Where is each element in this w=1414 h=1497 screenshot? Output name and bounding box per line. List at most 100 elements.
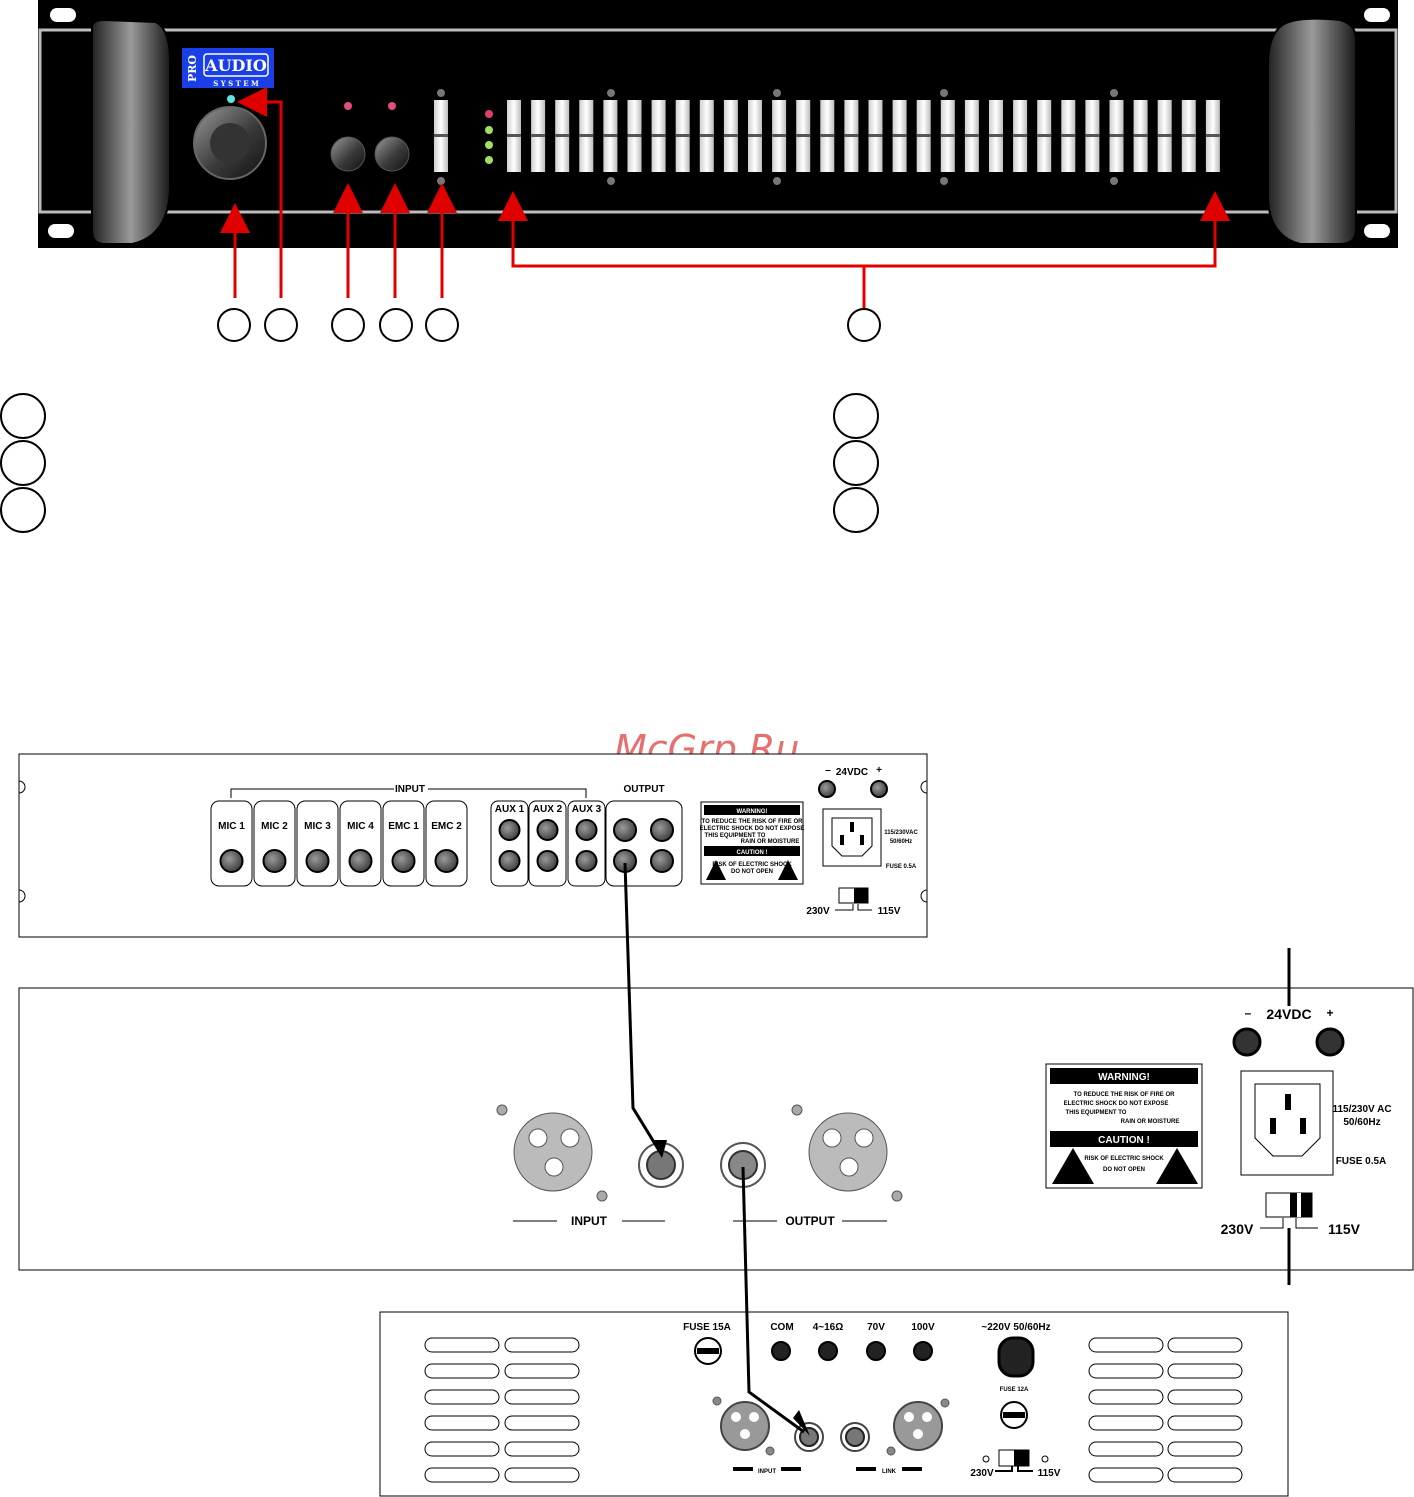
screw <box>891 1190 903 1202</box>
logo-system-text: S Y S T E M <box>213 79 259 88</box>
mixer-channel-jack[interactable] <box>219 849 244 873</box>
slider-notch <box>940 134 955 137</box>
slider-notch <box>1085 134 1100 137</box>
shock-warning-icon <box>706 860 726 880</box>
mixer-channel-jack[interactable] <box>391 849 416 873</box>
vents-left <box>424 1337 580 1483</box>
warning-line: RAIN OR MOISTURE <box>1121 1119 1180 1125</box>
slider-notch <box>1181 134 1196 137</box>
button-1-led <box>344 102 352 110</box>
output-jack[interactable] <box>613 818 637 842</box>
left-handle[interactable] <box>91 18 171 245</box>
amp-230v-label: 230V <box>970 1468 994 1479</box>
mixer-output-group <box>605 800 683 887</box>
slider-notch <box>1157 134 1172 137</box>
slider-screw <box>940 89 948 97</box>
slider-notch <box>1133 134 1148 137</box>
right-handle[interactable] <box>1267 17 1357 245</box>
brand-logo: PRO AUDIO S Y S T E M <box>182 48 274 88</box>
slider-notch <box>820 134 835 137</box>
button-2-led <box>388 102 396 110</box>
button-1[interactable] <box>330 136 366 172</box>
warning-title: WARNING! <box>1098 1072 1150 1083</box>
slider-notch <box>868 134 883 137</box>
warning-line: THIS EQUIPMENT TO <box>1066 1110 1127 1116</box>
mixer-channel-module <box>425 800 468 887</box>
mixer-channel-jack[interactable] <box>434 849 459 873</box>
front-panel: PRO AUDIO S Y S T E M <box>38 0 1398 342</box>
warning-line: ELECTRIC SHOCK DO NOT EXPOSE <box>1064 1101 1169 1107</box>
vent-slot <box>424 1441 500 1457</box>
caution-line: DO NOT OPEN <box>1103 1167 1145 1173</box>
slider-notch <box>772 134 787 137</box>
amp-input-xlr[interactable] <box>720 1401 770 1451</box>
amp-70v-label: 70V <box>867 1322 885 1333</box>
vent-slot <box>1088 1363 1164 1379</box>
output-jack[interactable] <box>650 818 674 842</box>
amp-mains-label: ~220V 50/60Hz <box>981 1322 1050 1333</box>
vent-slot <box>504 1363 580 1379</box>
warning-line: TO REDUCE THE RISK OF FIRE OR <box>702 819 804 825</box>
vent-slot <box>504 1415 580 1431</box>
amp-com-label: COM <box>770 1322 793 1333</box>
caution-line: RISK OF ELECTRIC SHOCK <box>712 862 792 868</box>
vent-slot <box>1088 1389 1164 1405</box>
vents-right <box>1088 1337 1243 1483</box>
aux-jack[interactable] <box>536 819 559 841</box>
aux-jack[interactable] <box>498 850 521 872</box>
mixer-dc-label: 24VDC <box>836 767 868 778</box>
callout-arrows <box>220 87 1230 308</box>
amp-115v-label: 115V <box>1038 1468 1061 1479</box>
vent-slot <box>1167 1441 1243 1457</box>
dc-terminal-plus[interactable] <box>1315 1027 1345 1057</box>
screw <box>886 1446 896 1456</box>
amp-link-xlr[interactable] <box>893 1401 943 1451</box>
output-xlr-connector[interactable] <box>808 1112 888 1192</box>
connection-cables <box>623 862 810 1436</box>
speaker-terminal-100v[interactable] <box>913 1341 933 1361</box>
mixer-ac-hz: 50/60Hz <box>890 839 912 845</box>
eq-output-label: OUTPUT <box>785 1214 835 1228</box>
slider-screw <box>437 177 445 185</box>
aux-jack[interactable] <box>575 819 598 841</box>
button-2[interactable] <box>374 136 410 172</box>
dc-terminal-minus[interactable] <box>1232 1027 1262 1057</box>
caution-title: CAUTION ! <box>737 850 768 856</box>
mixer-channel-label: EMC 2 <box>431 821 462 832</box>
dc-terminal-minus[interactable] <box>818 780 836 798</box>
mixer-230v-label: 230V <box>806 906 830 917</box>
aux-jack[interactable] <box>498 819 521 841</box>
legend-circle <box>833 440 879 486</box>
amp-fuse15-label: FUSE 15A <box>683 1322 731 1333</box>
rack-hole-bottom-left <box>48 224 74 238</box>
dc-terminal-plus[interactable] <box>870 780 888 798</box>
output-jack[interactable] <box>650 849 674 873</box>
mains-power-inlet[interactable] <box>997 1336 1035 1378</box>
slider-notch <box>964 134 979 137</box>
speaker-terminal-com[interactable] <box>771 1341 791 1361</box>
slider-notch <box>892 134 907 137</box>
slider-notch <box>723 134 738 137</box>
callout-circle <box>331 308 365 342</box>
amp-rear-panel: FUSE 15A COM 4~16Ω 70V 100V ~220V 50/60H… <box>379 1311 1289 1497</box>
aux-jack[interactable] <box>575 850 598 872</box>
vent-slot <box>504 1389 580 1405</box>
vent-slot <box>1088 1337 1164 1353</box>
caution-title: CAUTION ! <box>1098 1135 1150 1146</box>
vent-slot <box>1167 1337 1243 1353</box>
mixer-channel-jack[interactable] <box>262 849 287 873</box>
aux-jack[interactable] <box>536 850 559 872</box>
mixer-channel-module <box>339 800 382 887</box>
speaker-terminal-70v[interactable] <box>866 1341 886 1361</box>
slider-screw <box>607 177 615 185</box>
input-xlr-connector[interactable] <box>513 1112 593 1192</box>
mixer-channel-jack[interactable] <box>348 849 373 873</box>
slider-notch <box>844 134 859 137</box>
mixer-channel-jack[interactable] <box>305 849 330 873</box>
speaker-terminal-ohm[interactable] <box>818 1341 838 1361</box>
rack-hole-top-right <box>1364 8 1390 22</box>
mixer-channel-label: MIC 3 <box>304 821 331 832</box>
eq-dc-label: 24VDC <box>1266 1006 1311 1022</box>
slider-screw <box>1110 89 1118 97</box>
